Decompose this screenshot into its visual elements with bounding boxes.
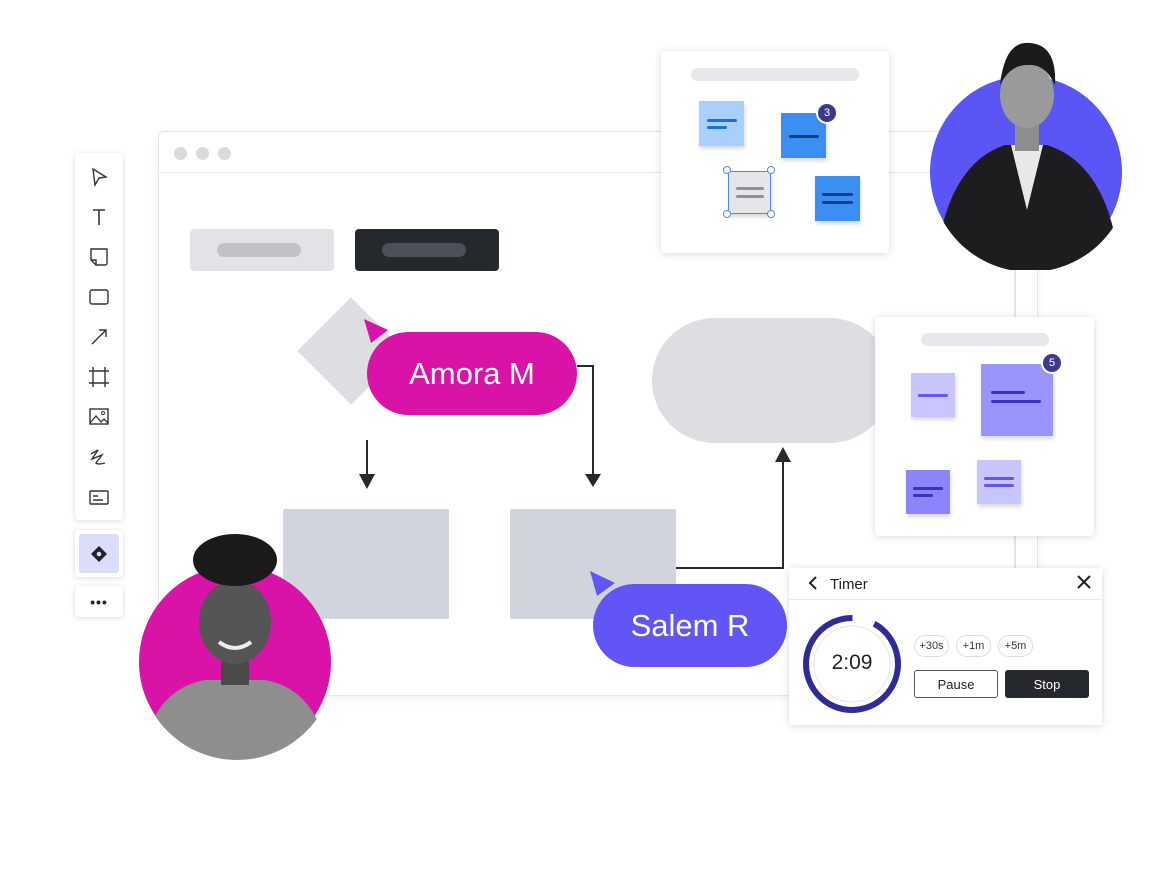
collaborator-label-salem: Salem R — [593, 584, 787, 667]
plugin-tool-container — [75, 530, 123, 577]
sticky-note[interactable] — [981, 364, 1053, 436]
sticky-note-icon — [90, 248, 108, 266]
placeholder-button-light[interactable] — [190, 229, 334, 271]
timer-header: Timer — [789, 568, 1102, 600]
add-1m-button[interactable]: +1m — [956, 635, 991, 657]
frame-icon — [89, 367, 109, 387]
sticky-note[interactable] — [977, 460, 1021, 504]
collaborator-label-amora: Amora M — [367, 332, 577, 415]
diamond-plugin-button[interactable] — [79, 534, 119, 573]
tool-toolbar — [75, 153, 123, 520]
timer-progress-ring — [803, 615, 901, 713]
timer-title: Timer — [830, 576, 868, 593]
window-titlebar — [159, 132, 1037, 173]
selection-handles[interactable] — [722, 165, 778, 221]
pause-button[interactable]: Pause — [914, 670, 998, 698]
sticky-note[interactable] — [815, 176, 860, 221]
cursor-icon — [364, 319, 388, 343]
draw-tool[interactable] — [83, 441, 115, 473]
sticky-note[interactable] — [906, 470, 950, 514]
selected-sticky-note[interactable] — [728, 171, 771, 214]
stop-button[interactable]: Stop — [1005, 670, 1089, 698]
rectangle-icon — [89, 289, 109, 305]
image-tool[interactable] — [83, 401, 115, 433]
terminator-shape[interactable] — [652, 318, 892, 443]
window-dot — [174, 147, 187, 160]
window-dot — [196, 147, 209, 160]
process-box[interactable] — [283, 509, 449, 619]
text-icon — [93, 209, 105, 225]
sticky-notes-card[interactable]: 3 — [661, 51, 889, 253]
placeholder-button-dark[interactable] — [355, 229, 499, 271]
arrow-line — [676, 458, 784, 569]
text-box-tool[interactable] — [83, 481, 115, 513]
timer-panel: Timer 2:09 +30s +1m +5m Pause Stop — [789, 568, 1102, 725]
sticky-notes-card[interactable]: 5 — [875, 317, 1094, 536]
sticky-note[interactable] — [699, 101, 744, 146]
diamond-icon — [91, 545, 107, 562]
sticky-note[interactable] — [911, 373, 955, 417]
add-5m-button[interactable]: +5m — [998, 635, 1033, 657]
pen-scribble-icon — [90, 449, 106, 465]
card-title-placeholder — [921, 333, 1049, 346]
count-badge: 5 — [1041, 352, 1063, 374]
select-tool[interactable] — [83, 161, 115, 193]
arrow-line — [577, 365, 594, 478]
arrow-tool[interactable] — [83, 321, 115, 353]
timer-time: 2:09 — [831, 651, 873, 674]
add-30s-button[interactable]: +30s — [914, 635, 949, 657]
collaborator-name: Salem R — [630, 607, 750, 643]
card-title-placeholder — [691, 68, 859, 81]
collaborator-avatar-woman — [139, 534, 331, 760]
arrow-icon — [91, 329, 107, 345]
rectangle-tool[interactable] — [83, 281, 115, 313]
more-icon: ••• — [90, 593, 108, 610]
back-chevron-icon[interactable] — [806, 575, 820, 591]
more-tools-button[interactable]: ••• — [75, 586, 123, 617]
collaborator-name: Amora M — [409, 355, 535, 391]
count-badge: 3 — [816, 102, 838, 124]
cursor-icon — [590, 571, 615, 596]
frame-tool[interactable] — [83, 361, 115, 393]
sticky-note-tool[interactable] — [83, 241, 115, 273]
arrowhead — [359, 474, 375, 489]
text-box-icon — [89, 490, 109, 505]
window-dot — [218, 147, 231, 160]
pointer-icon — [92, 167, 109, 187]
collaborator-avatar-man — [930, 42, 1122, 270]
image-icon — [89, 408, 109, 425]
text-tool[interactable] — [83, 201, 115, 233]
close-icon[interactable] — [1076, 574, 1092, 590]
arrowhead — [585, 474, 601, 487]
arrowhead — [775, 447, 791, 462]
